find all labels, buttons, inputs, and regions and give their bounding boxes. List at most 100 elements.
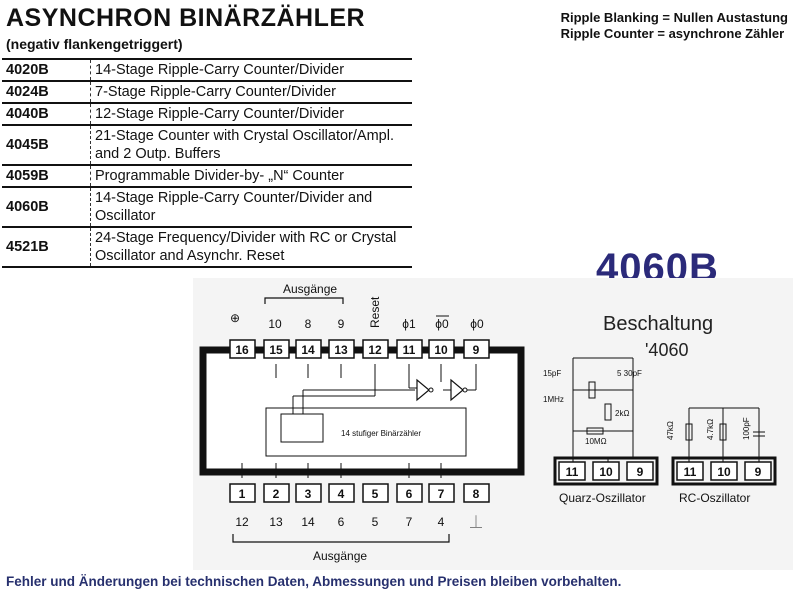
rc-caption: RC-Oszillator	[679, 491, 750, 505]
page-subtitle: (negativ flankengetriggert)	[6, 36, 183, 52]
pin-box	[463, 483, 490, 503]
pin-number: 4	[338, 487, 345, 501]
pin-box	[328, 483, 355, 503]
part-code: 4060B	[2, 186, 91, 227]
pin-number: 11	[684, 465, 697, 479]
top-label: 9	[338, 317, 345, 331]
pin-box	[463, 339, 490, 359]
vdd-icon: ⊕	[230, 311, 240, 325]
pin-box	[263, 339, 290, 359]
pin-number: 3	[305, 487, 312, 501]
pin-box	[263, 483, 290, 503]
outputs-label-bottom: Ausgänge	[313, 549, 367, 563]
pin-number: 7	[438, 487, 445, 501]
outputs-brace-bottom	[232, 534, 450, 543]
inverter-bubble	[462, 387, 468, 393]
parts-table: 4020B 14-Stage Ripple-Carry Counter/Divid…	[2, 58, 412, 268]
top-label: 10	[268, 317, 282, 331]
pin-number: 9	[473, 343, 480, 357]
bottom-label: 12	[235, 515, 249, 529]
pin-number: 1	[239, 487, 246, 501]
part-code: 4521B	[2, 226, 91, 268]
phi0-label: ϕ0	[470, 317, 484, 331]
quartz-r2-label: 10MΩ	[585, 437, 607, 446]
pin-box	[592, 461, 620, 481]
quartz-r1-label: 2kΩ	[615, 409, 629, 418]
top-label: 8	[305, 317, 312, 331]
pin-number: 16	[235, 343, 249, 357]
top-pin-row: 16 15 14 13 12 11 10 9	[229, 339, 490, 359]
pin-number: 15	[269, 343, 283, 357]
pin-number: 13	[334, 343, 348, 357]
phi0-bar-label: ϕ0	[435, 317, 449, 331]
part-description: 14-Stage Ripple-Carry Counter/Divider an…	[90, 186, 412, 227]
outputs-label-top: Ausgänge	[283, 282, 337, 296]
part-code: 4020B	[2, 58, 91, 81]
wiring-heading: Beschaltung	[603, 313, 713, 335]
bottom-label: 4	[438, 515, 445, 529]
pin-number: 14	[301, 343, 315, 357]
pin-box	[744, 461, 772, 481]
pin-box	[428, 483, 455, 503]
pin-box	[396, 483, 423, 503]
inverter-bubble	[428, 387, 434, 393]
pin-number: 8	[473, 487, 480, 501]
part-description: 24-Stage Frequency/Divider with RC or Cr…	[90, 226, 412, 268]
bottom-label: 5	[372, 515, 379, 529]
pin-number: 10	[599, 465, 613, 479]
bottom-label: 13	[269, 515, 283, 529]
rc-r1-label: 47kΩ	[666, 421, 675, 440]
pin-box	[362, 339, 389, 359]
bottom-pin-row: 1 2 3 4 5 6 7 8	[229, 483, 490, 503]
quartz-trim-label: 5 30pF	[617, 369, 642, 378]
pin-number: 5	[372, 487, 379, 501]
pin-box	[676, 461, 704, 481]
phi1-label: ϕ1	[402, 317, 416, 331]
pin-box	[295, 483, 322, 503]
pin-number: 9	[637, 465, 644, 479]
part-description: 12-Stage Ripple-Carry Counter/Divider	[90, 102, 412, 125]
glossary-note: Ripple Blanking = Nullen Austastung Ripp…	[561, 10, 788, 42]
pin-number: 12	[368, 343, 382, 357]
socket-outline	[553, 456, 659, 486]
part-code: 4059B	[2, 164, 91, 187]
part-code: 4040B	[2, 102, 91, 125]
bottom-label: 7	[406, 515, 413, 529]
part-code: 4024B	[2, 80, 91, 103]
reset-label: Reset	[368, 296, 382, 328]
pin-box	[558, 461, 586, 481]
counter-label: 14 stufiger Binärzähler	[341, 429, 421, 438]
pin-box	[626, 461, 654, 481]
wiring-subheading: '4060	[645, 340, 688, 360]
bottom-label: 6	[338, 515, 345, 529]
pin-box	[396, 339, 423, 359]
disclaimer-footer: Fehler und Änderungen bei technischen Da…	[6, 574, 622, 589]
pin-box	[428, 339, 455, 359]
part-code: 4045B	[2, 124, 91, 165]
pin-number: 10	[717, 465, 731, 479]
pin-box	[710, 461, 738, 481]
pin-box	[328, 339, 355, 359]
pin-number: 9	[755, 465, 762, 479]
pin-number: 10	[434, 343, 448, 357]
rc-r2-label: 4.7kΩ	[706, 419, 715, 440]
part-description: 7-Stage Ripple-Carry Counter/Divider	[90, 80, 412, 103]
pin-number: 11	[566, 465, 579, 479]
part-description: 21-Stage Counter with Crystal Oscillator…	[90, 124, 412, 165]
pin-number: 11	[403, 343, 416, 357]
quartz-cap-label: 15pF	[543, 369, 561, 378]
glossary-line-2: Ripple Counter = asynchrone Zähler	[560, 26, 785, 41]
internal-wiring	[241, 364, 477, 478]
quartz-freq-label: 1MHz	[543, 395, 564, 404]
page-title: ASYNCHRON BINÄRZÄHLER	[6, 4, 366, 32]
socket-outline	[671, 456, 777, 486]
outputs-brace-top	[264, 297, 344, 304]
pin-box	[229, 483, 256, 503]
quartz-oscillator: 15pF 5 30pF 1MHz 2kΩ 10MΩ 11 10 9 Quarz-…	[543, 357, 659, 505]
